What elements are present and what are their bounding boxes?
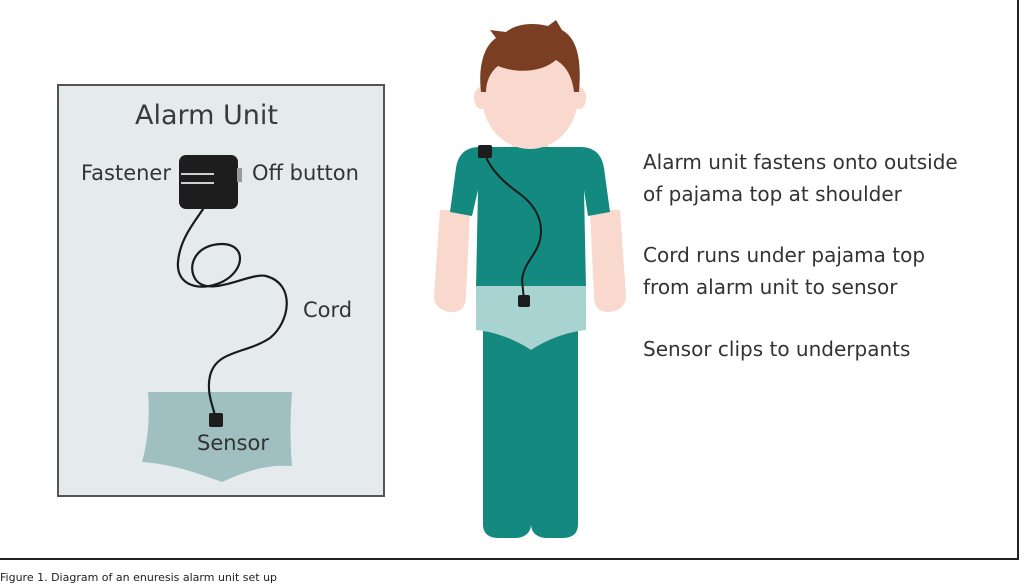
underpants <box>476 286 586 350</box>
hair <box>480 20 580 92</box>
panel-cord <box>176 205 288 421</box>
description-line: Sensor clips to underpants <box>643 337 911 361</box>
figure-frame <box>0 0 1019 560</box>
right-arm <box>590 210 626 312</box>
left-leg <box>483 320 531 538</box>
off-button-label: Off button <box>252 161 359 185</box>
description-line: Alarm unit fastens onto outside <box>643 150 958 174</box>
left-ear <box>474 87 488 109</box>
description-line: Cord runs under pajama top <box>643 243 926 267</box>
pajama-top <box>450 147 610 288</box>
description-sensor: Sensor clips to underpants <box>643 333 910 365</box>
body-sensor <box>518 295 530 307</box>
description-fastening: Alarm unit fastens onto outside of pajam… <box>643 146 958 210</box>
description-line: of pajama top at shoulder <box>643 182 902 206</box>
head <box>482 45 578 149</box>
shoulder-alarm-unit <box>478 145 492 158</box>
description-cord: Cord runs under pajama top from alarm un… <box>643 239 925 303</box>
cord-label: Cord <box>303 298 353 322</box>
panel-underpants <box>142 392 292 482</box>
right-leg <box>531 320 578 538</box>
left-arm <box>434 210 470 312</box>
right-ear <box>572 87 586 109</box>
off-button <box>237 168 242 182</box>
fastener-label: Fastener <box>81 161 171 185</box>
sensor-label: Sensor <box>197 431 269 455</box>
figure-caption: Figure 1. Diagram of an enuresis alarm u… <box>0 571 278 584</box>
panel-sensor <box>209 413 223 427</box>
panel-title: Alarm Unit <box>135 100 278 131</box>
description-line: from alarm unit to sensor <box>643 275 898 299</box>
body-cord <box>484 154 542 301</box>
